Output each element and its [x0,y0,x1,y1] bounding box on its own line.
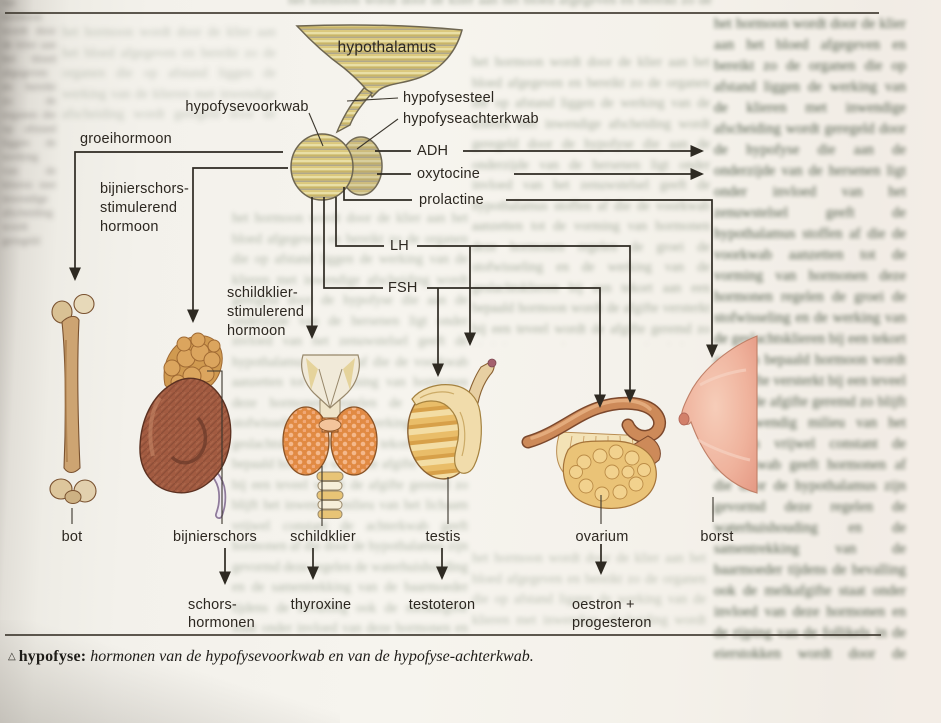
label-oestron-progesteron-1: oestron + [572,597,635,613]
label-schildklier-stimulerend-3: hormoon [227,323,286,339]
ovary-illustration [521,396,667,509]
line-lh-left [335,197,384,247]
label-testoteron: testoteron [408,597,476,613]
leader-bijnierschors [207,370,223,524]
label-bot: bot [61,529,83,545]
line-fsh-left [323,197,383,289]
caption-triangle-marker: △ [8,651,16,662]
label-oestron-progesteron-2: progesteron [572,615,652,631]
label-thyroxine: thyroxine [290,597,352,613]
label-bijnierschors: bijnierschors [173,529,257,545]
label-bijnierschors-stimulerend-1: bijnierschors- [100,181,190,197]
leader-lines [71,97,714,526]
label-ovarium: ovarium [575,529,629,545]
figure-caption: △hypofyse: hormonen van de hypofysevoork… [8,648,688,666]
leader-steel [346,97,399,102]
label-bijnierschors-stimulerend-3: hormoon [100,219,159,235]
label-schors-hormonen-2: hormonen [188,615,255,631]
arrow-prolactine-to-breast [506,199,718,359]
arrow-acth-to-adrenal [187,167,288,324]
label-lh: LH [390,238,409,254]
figure-top-rule [5,12,879,14]
caption-term: hypofyse: [18,648,87,665]
arrow-fsh-to-ovary [427,287,606,409]
arrow-groeihormoon-to-bone [69,151,283,282]
label-oxytocine: oxytocine [417,166,481,182]
label-fsh: FSH [388,280,418,296]
label-schildklier: schildklier [290,529,356,545]
testis-illustration [407,358,497,480]
breast-illustration [678,335,758,494]
label-prolactine: prolactine [419,192,484,208]
figure-bottom-rule [5,634,881,636]
label-bijnierschors-stimulerend-2: stimulerend [100,200,178,216]
label-schildklier-stimulerend-2: stimulerend [227,304,305,320]
label-adh: ADH [417,143,449,159]
label-borst: borst [700,529,734,545]
bone-illustration [49,293,97,504]
label-hypofysesteel: hypofysesteel [403,90,495,106]
label-hypofysevoorkwab: hypofysevoorkwab [185,99,309,115]
thyroid-illustration [282,354,378,519]
adrenal-kidney-illustration [139,332,232,519]
label-schildklier-stimulerend-1: schildklier- [227,285,298,301]
line-prolactine-left [343,187,412,201]
caption-body: hormonen van de hypofysevoorkwab en van … [90,648,534,665]
leader-achterkwab [356,118,399,150]
arrow-lh-to-ovary [417,245,636,404]
leader-voorkwab [308,112,324,147]
hormone-arrows [69,145,718,586]
label-testis: testis [425,529,461,545]
label-hypofyseachterkwab: hypofyseachterkwab [403,111,539,127]
label-groeihormoon: groeihormoon [80,131,172,147]
label-hypothalamus: hypothalamus [337,39,437,56]
label-schors-hormonen-1: schors- [188,597,237,613]
hypothalamus-pituitary-illustration [290,24,463,201]
